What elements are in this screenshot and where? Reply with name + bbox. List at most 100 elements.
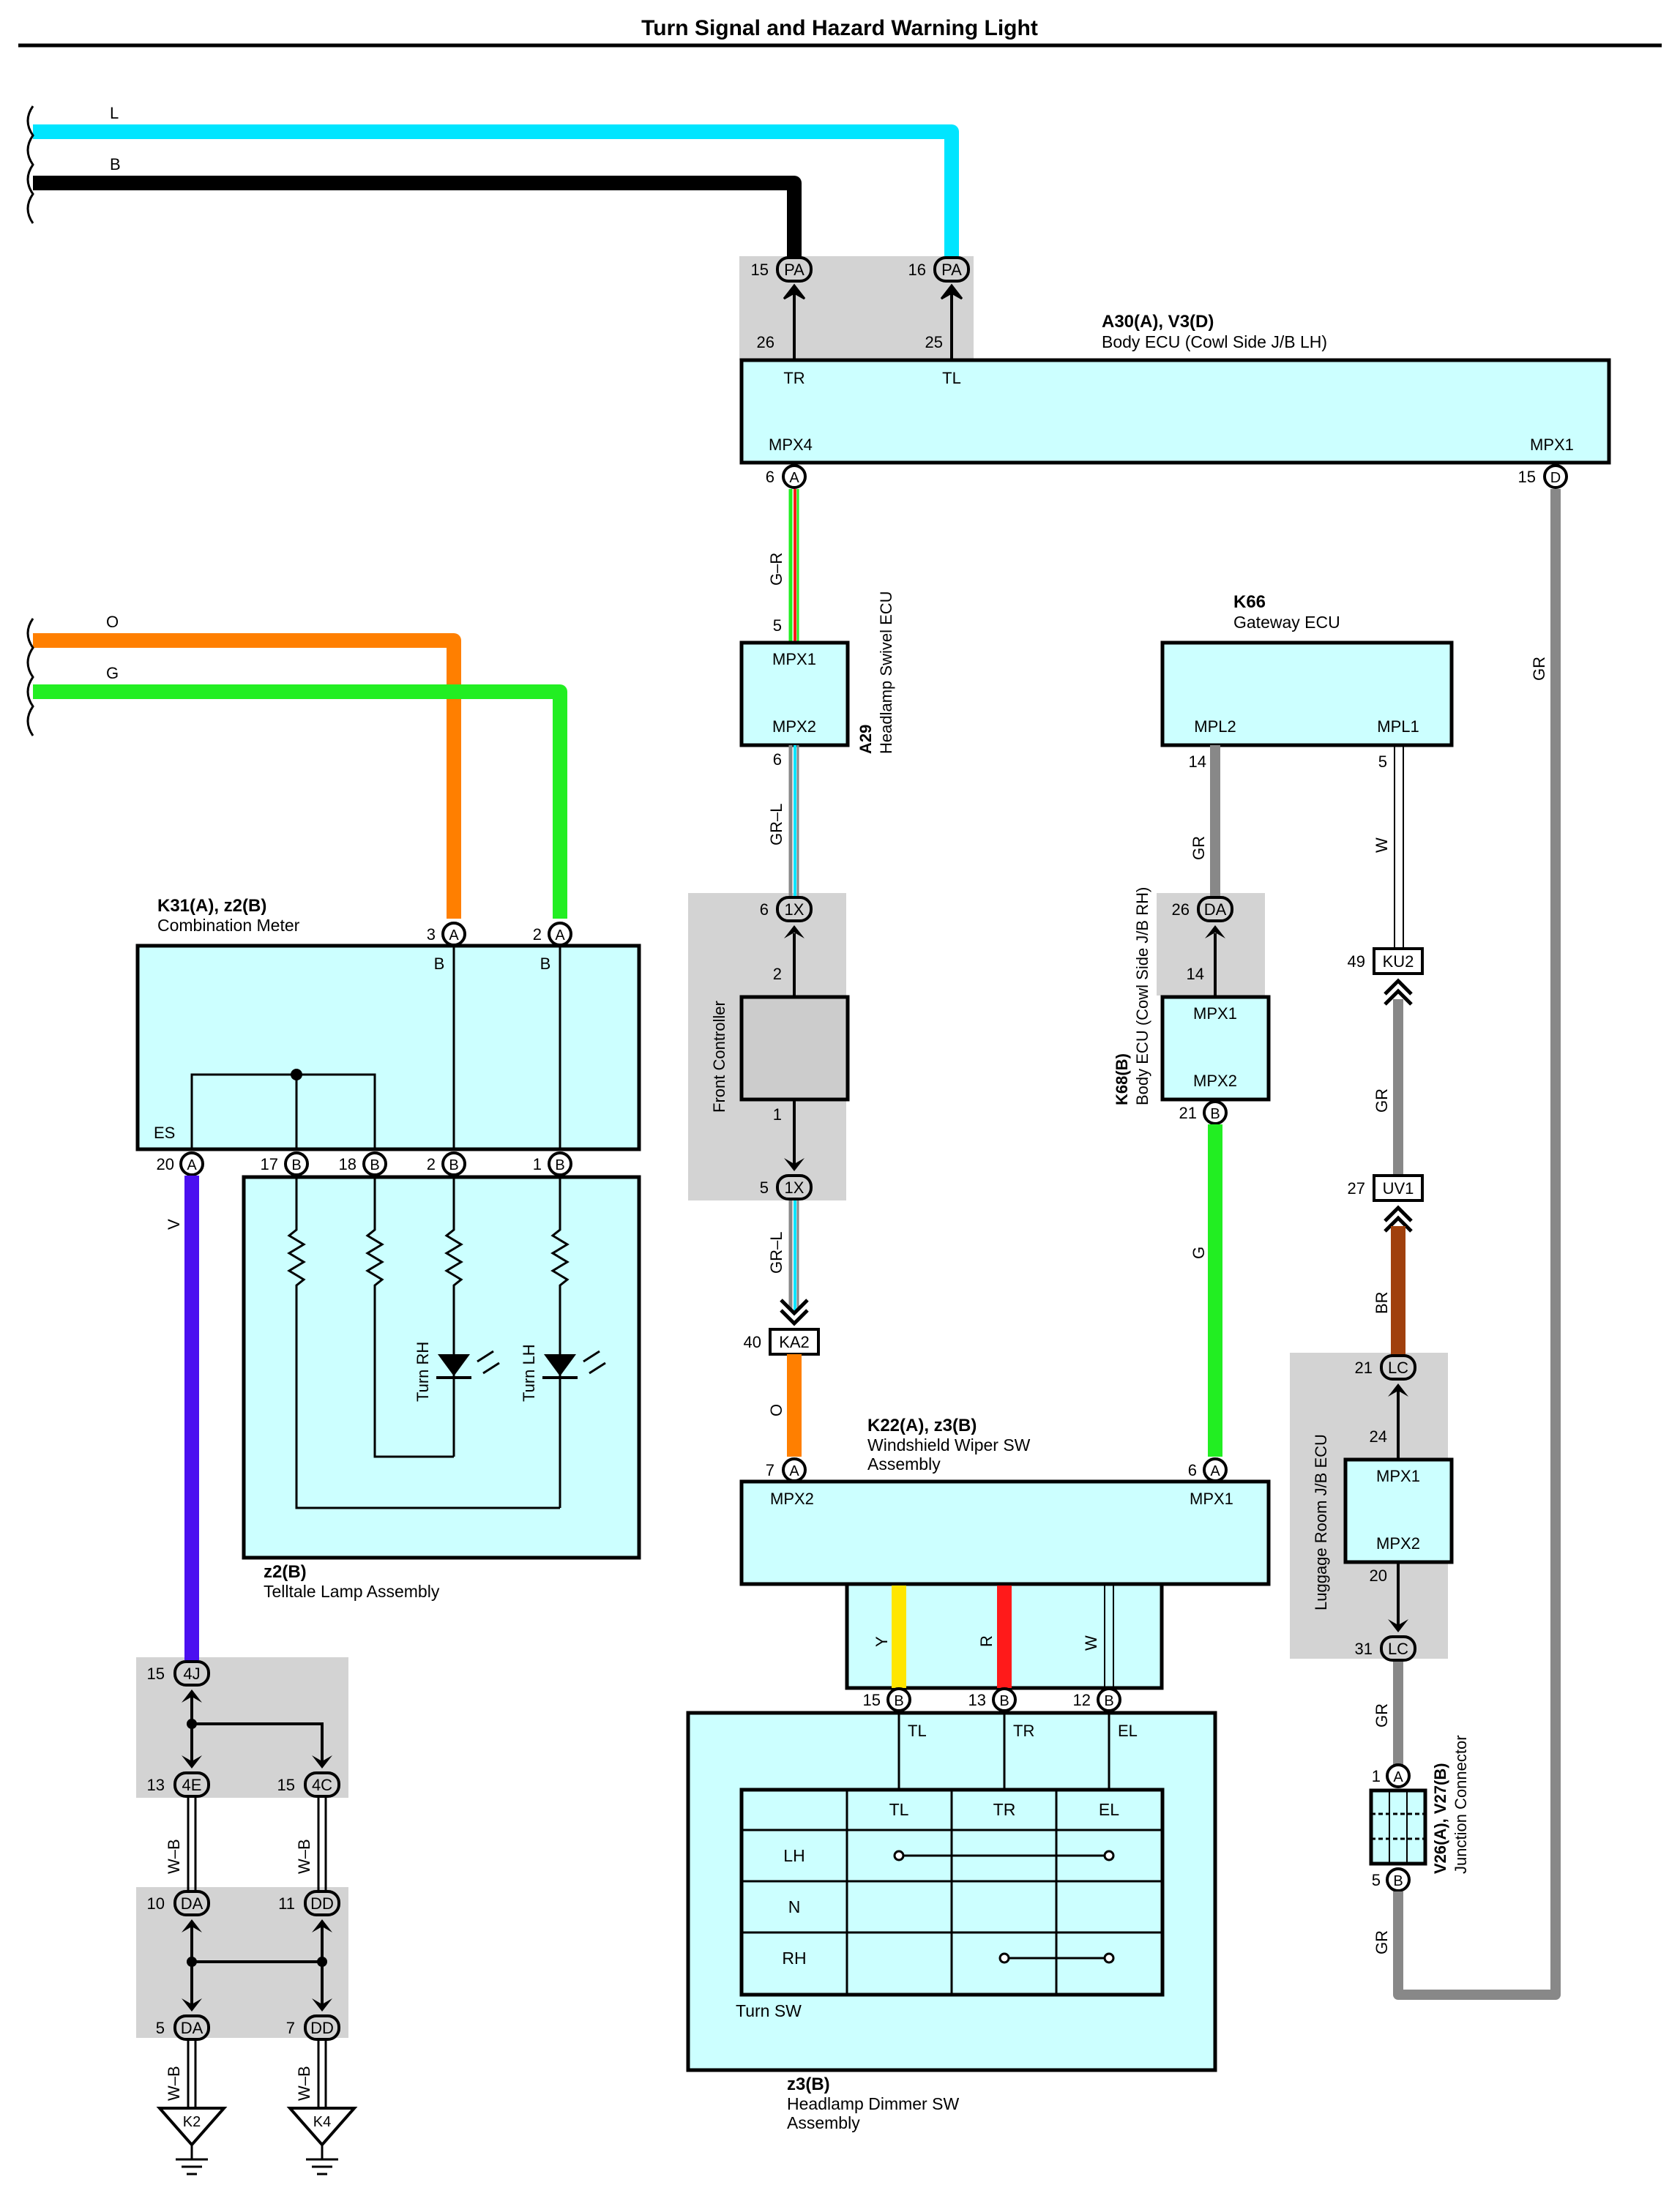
svg-text:13: 13 [147,1776,165,1794]
svg-text:B: B [1104,1693,1113,1709]
svg-text:15: 15 [277,1776,295,1794]
svg-text:10: 10 [147,1894,165,1913]
svg-text:K2: K2 [183,2114,201,2130]
svg-text:2: 2 [773,965,782,983]
wire-label-grl1: GR–L [767,804,785,845]
wire-label-O: O [106,613,119,631]
svg-text:K66: K66 [1233,592,1266,612]
connector-da-rh: DA 26 14 [1172,896,1233,997]
svg-text:DD: DD [310,2019,334,2037]
svg-text:A: A [789,470,799,486]
swivel-pin5: 5 [773,616,782,635]
svg-text:K68(B): K68(B) [1113,1053,1131,1105]
svg-text:A: A [789,1463,799,1479]
wire-label-gr3: GR [1530,657,1548,681]
svg-text:W–B: W–B [295,1839,313,1874]
wire-label-gr: G–R [767,553,785,586]
svg-text:7: 7 [286,2019,295,2037]
svg-text:Headlamp Swivel ECU: Headlamp Swivel ECU [877,591,895,754]
svg-text:MPX2: MPX2 [1376,1534,1420,1553]
svg-text:20: 20 [1370,1566,1387,1585]
svg-text:KA2: KA2 [779,1333,810,1351]
svg-text:Luggage Room J/B ECU: Luggage Room J/B ECU [1312,1434,1330,1610]
svg-text:DA: DA [181,2019,204,2037]
svg-text:Assembly: Assembly [787,2113,860,2132]
svg-text:25: 25 [925,333,943,351]
svg-text:6: 6 [760,900,769,919]
svg-text:21: 21 [1179,1104,1197,1122]
table-header-tr: TR [993,1800,1016,1819]
wire-label-br: BR [1373,1291,1391,1314]
svg-text:W–B: W–B [165,1839,183,1874]
svg-text:1X: 1X [785,900,804,919]
svg-text:5: 5 [156,2019,165,2037]
connector-d15: D 15 [1518,464,1568,489]
wire-label-gr4: GR [1373,1703,1391,1728]
svg-text:TL: TL [908,1722,927,1740]
wire-label-gr1: GR [1190,836,1208,860]
svg-text:PA: PA [784,261,804,279]
svg-text:16: 16 [908,261,926,279]
wire-label-B: B [110,155,121,173]
connector-lc-31: 20 LC 31 [1355,1562,1416,1662]
connector-lc-21: LC 21 24 [1355,1354,1416,1460]
svg-text:z2(B): z2(B) [264,1562,307,1582]
svg-text:31: 31 [1355,1640,1373,1658]
wire-label-gr2: GR [1373,1088,1391,1113]
wire-G [33,684,567,919]
svg-text:Windshield Wiper SW: Windshield Wiper SW [867,1435,1031,1454]
table-header-el: EL [1099,1800,1119,1819]
wire-label-L: L [110,104,119,122]
svg-text:MPX2: MPX2 [1193,1072,1237,1090]
svg-text:MPX4: MPX4 [769,436,813,454]
svg-text:5: 5 [1372,1871,1381,1889]
svg-text:15: 15 [863,1691,881,1709]
svg-text:MPL2: MPL2 [1194,717,1236,736]
svg-text:W: W [1082,1635,1100,1651]
connector-uv1: UV1 27 [1348,1174,1424,1233]
svg-text:Front Controller: Front Controller [710,1001,728,1113]
svg-text:V26(A), V27(B): V26(A), V27(B) [1431,1763,1449,1874]
svg-text:MPX1: MPX1 [1193,1004,1237,1023]
svg-text:B: B [555,1157,564,1173]
svg-text:6: 6 [766,468,774,486]
wire-label-o2: O [767,1404,785,1416]
svg-text:EL: EL [1118,1722,1138,1740]
svg-text:LC: LC [1388,1640,1408,1658]
meter-pins: A 20 B 17 B 18 B 2 B 1 [157,1151,572,1176]
svg-text:A: A [449,927,459,944]
gateway-pin5: 5 [1378,752,1387,771]
svg-text:A29: A29 [856,725,875,754]
svg-text:Headlamp Dimmer SW: Headlamp Dimmer SW [787,2094,959,2113]
svg-text:14: 14 [1187,965,1204,983]
svg-text:R: R [977,1635,996,1647]
connector-ka2: KA2 40 [744,1328,820,1356]
wire-label-G: G [106,664,119,682]
svg-text:6: 6 [1188,1461,1197,1479]
wire-label-w: W [1373,837,1391,853]
svg-text:LC: LC [1388,1359,1408,1377]
combination-meter: K31(A), z2(B) Combination Meter A 3 A 2 … [135,896,641,1151]
svg-text:21: 21 [1355,1359,1373,1377]
svg-text:Body ECU (Cowl Side J/B LH): Body ECU (Cowl Side J/B LH) [1102,332,1327,351]
svg-text:TR: TR [783,369,804,387]
svg-text:A: A [187,1157,197,1173]
svg-text:24: 24 [1370,1427,1387,1446]
body-ecu-lh: A30(A), V3(D) Body ECU (Cowl Side J/B LH… [739,312,1611,465]
svg-text:B: B [291,1157,301,1173]
break-mark-1 [26,105,34,224]
table-row-rh: RH [782,1949,806,1968]
table-header-tl: TL [889,1800,909,1819]
body-ecu-rh: MPX1 MPX2 K68(B) Body ECU (Cowl Side J/B… [1113,887,1271,1105]
svg-text:B: B [1210,1106,1220,1122]
page-title: Turn Signal and Hazard Warning Light [641,16,1038,40]
svg-text:A30(A), V3(D): A30(A), V3(D) [1102,312,1214,332]
svg-text:2: 2 [427,1155,436,1173]
svg-text:20: 20 [157,1155,174,1173]
table-row-lh: LH [783,1846,804,1865]
svg-text:W–B: W–B [165,2066,183,2101]
svg-text:18: 18 [339,1155,356,1173]
svg-text:A: A [1210,1463,1220,1479]
svg-text:MPX1: MPX1 [772,650,816,668]
